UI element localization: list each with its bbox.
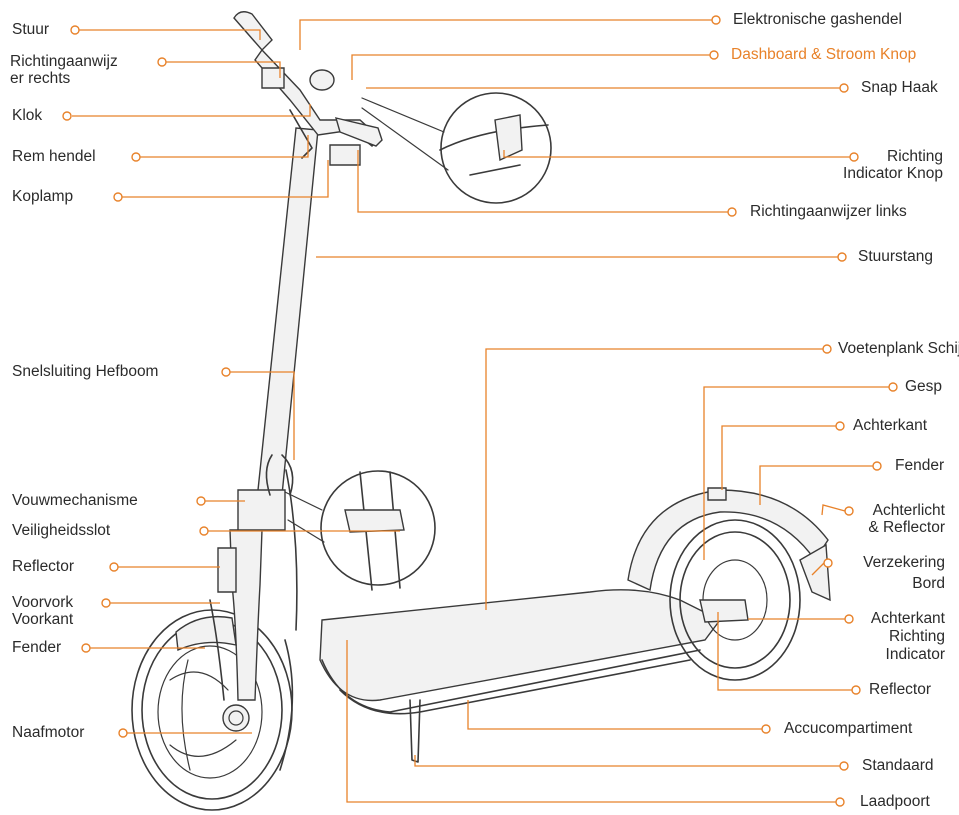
label-voorvork-line1: Voorvork	[12, 594, 74, 611]
callout-dots	[62, 15, 898, 807]
label-reflector-front: Reflector	[12, 558, 75, 575]
label-koplamp: Koplamp	[12, 188, 74, 205]
label-vouwmechanisme: Vouwmechanisme	[12, 492, 138, 509]
label-klok: Klok	[12, 107, 43, 124]
handlebar	[233, 11, 383, 166]
label-fender-rear: Fender	[895, 457, 945, 474]
label-voorvork-line2: Voorkant	[12, 611, 74, 628]
label-veiligheidsslot: Veiligheidsslot	[12, 522, 111, 539]
label-snelsluiting-hefboom: Snelsluiting Hefboom	[12, 363, 159, 380]
label-elektronische-gashendel: Elektronische gashendel	[733, 11, 902, 28]
deck	[319, 589, 722, 763]
label-voetenplank-schijf: Voetenplank Schijf	[838, 340, 959, 357]
front-fork	[175, 529, 263, 732]
label-reflector-rear: Reflector	[869, 681, 932, 698]
scooter-illustration	[131, 11, 831, 811]
label-verzekering-line1: Verzekering	[863, 554, 945, 571]
label-verzekering-line2: Bord	[912, 575, 945, 592]
label-richtingaanwijzer-links: Richtingaanwijzer links	[750, 203, 907, 220]
label-standaard: Standaard	[862, 757, 934, 774]
label-indicator-knop-line2: Indicator Knop	[843, 165, 943, 182]
label-achterlicht-line2: & Reflector	[868, 519, 945, 536]
label-richtingaanwijzer-rechts-line1: Richtingaanwijz	[10, 53, 118, 70]
label-accucompartiment: Accucompartiment	[784, 720, 913, 737]
zoom-circle-handlebar	[361, 92, 552, 204]
leader-lines	[72, 19, 889, 803]
label-snap-haak: Snap Haak	[861, 79, 938, 96]
label-stuur: Stuur	[12, 21, 50, 38]
label-dashboard-stroom-knop: Dashboard & Stroom Knop	[731, 46, 917, 63]
label-gesp: Gesp	[905, 378, 943, 395]
label-achter-indicator-line1: Achterkant	[870, 610, 945, 627]
label-achter-indicator-line3: Indicator	[885, 646, 945, 663]
label-achter-indicator-line2: Richting	[889, 628, 945, 645]
label-richtingaanwijzer-rechts-line2: er rechts	[10, 70, 71, 87]
rear-wheel	[627, 487, 831, 681]
label-achterlicht-line1: Achterlicht	[872, 502, 945, 519]
label-naafmotor: Naafmotor	[12, 724, 85, 741]
label-indicator-knop-line1: Richting	[887, 148, 943, 165]
label-rem-hendel: Rem hendel	[12, 148, 96, 165]
label-achterkant: Achterkant	[853, 417, 928, 434]
label-stuurstang: Stuurstang	[858, 248, 933, 265]
label-fender-front: Fender	[12, 639, 62, 656]
label-laadpoort: Laadpoort	[860, 793, 930, 810]
